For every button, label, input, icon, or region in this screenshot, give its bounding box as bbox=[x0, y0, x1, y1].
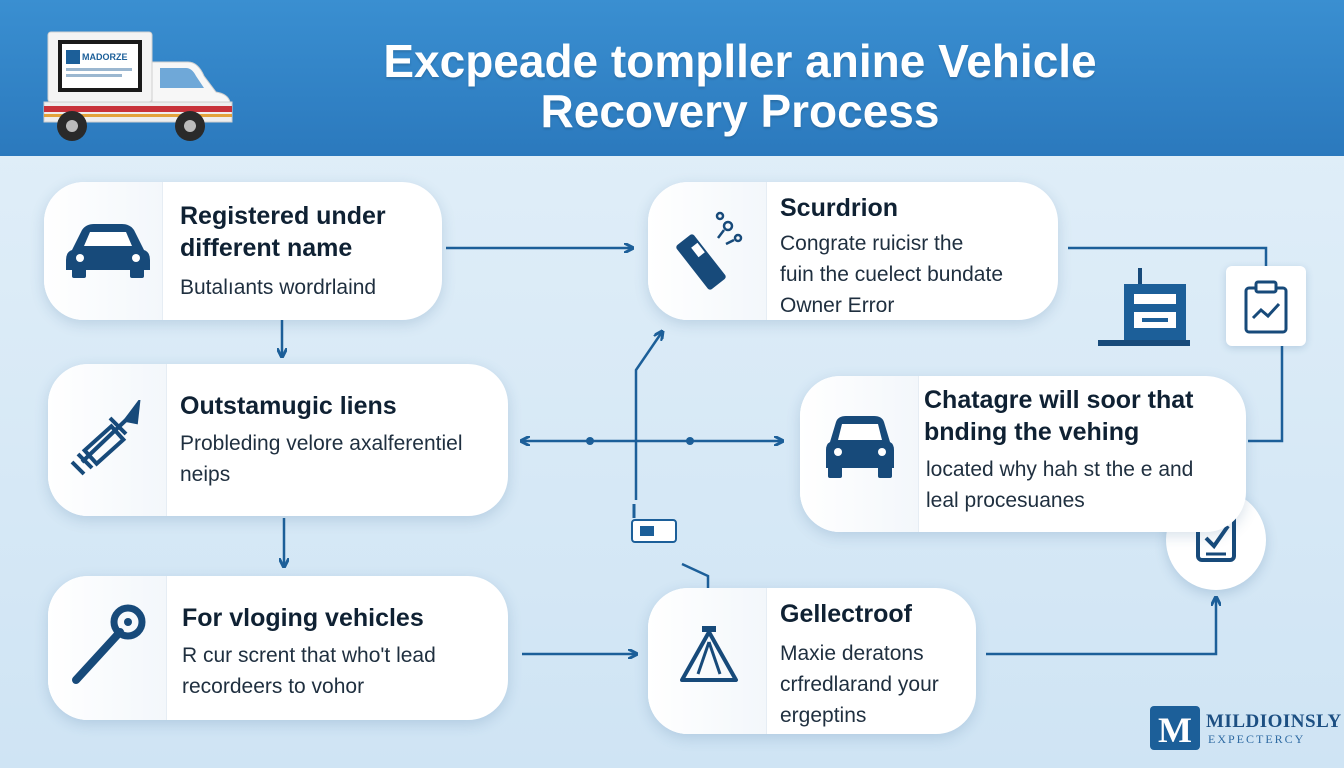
step-heading: Gellectroof bbox=[780, 600, 912, 628]
small-device-icon bbox=[631, 504, 677, 543]
header-banner: MADORZE Excpeade tompller anine Vehicle … bbox=[0, 0, 1344, 156]
step-description: located why hah st the e and leal proces… bbox=[926, 458, 1194, 512]
truck-sign-text: MADORZE bbox=[82, 52, 128, 62]
brand-name: MILDIOINSLY bbox=[1206, 711, 1342, 732]
wrench-icon bbox=[72, 604, 146, 684]
brand-logo-icon: M bbox=[1150, 706, 1200, 750]
step-heading: For vloging vehicles bbox=[182, 604, 424, 632]
step-description: R cur scrent that who't lead recordeers … bbox=[182, 644, 436, 698]
warning-triangle-icon bbox=[680, 626, 738, 682]
step-card-registered: Registered under different name Butalıan… bbox=[44, 182, 442, 320]
step-heading: Chatagre will soor that bnding the vehin… bbox=[924, 386, 1194, 446]
usb-device-icon bbox=[676, 211, 743, 290]
step-heading: Registered under different name bbox=[180, 202, 386, 262]
title-line-1: Excpeade tompller anine Vehicle bbox=[383, 35, 1097, 87]
rocket-tool-icon bbox=[70, 400, 141, 476]
step-heading: Outstamugic liens bbox=[180, 392, 397, 420]
arrow-step6-to-check bbox=[986, 598, 1216, 656]
step-card-chatagre: Chatagre will soor that bnding the vehin… bbox=[800, 376, 1246, 532]
clipboard-icon-box bbox=[1226, 266, 1306, 346]
step-card-gellectroof: Gellectroof Maxie deratons crfredlarand … bbox=[648, 588, 976, 734]
arrow-clipboard-to-step5 bbox=[1248, 346, 1284, 443]
step-card-liens: Outstamugic liens Probleding velore axal… bbox=[48, 364, 508, 516]
server-building-icon bbox=[1098, 268, 1190, 346]
car-icon bbox=[826, 416, 894, 478]
step-card-vehicles: For vloging vehicles R cur scrent that w… bbox=[48, 576, 508, 720]
step-description: Congrate ruicisr the fuin the cuelect bu… bbox=[780, 232, 1004, 317]
step-description: Probleding velore axalferentiel neips bbox=[180, 432, 463, 486]
brand-logo-letter: M bbox=[1158, 710, 1192, 750]
arrow-center-up bbox=[634, 332, 662, 500]
brand-tagline: EXPECTERCY bbox=[1208, 732, 1306, 746]
page-title: Excpeade tompller anine Vehicle Recovery… bbox=[300, 36, 1180, 136]
step-description: Butalıants wordrlaind bbox=[180, 276, 377, 299]
step-card-scurdrion: Scurdrion Congrate ruicisr the fuin the … bbox=[648, 182, 1058, 320]
tow-truck-icon: MADORZE bbox=[43, 31, 233, 141]
car-icon bbox=[66, 224, 150, 278]
title-line-2: Recovery Process bbox=[540, 85, 940, 137]
clipboard-icon bbox=[1244, 280, 1288, 334]
step-description: Maxie deratons crfredlarand your ergepti… bbox=[780, 642, 939, 727]
step-heading: Scurdrion bbox=[780, 194, 899, 222]
